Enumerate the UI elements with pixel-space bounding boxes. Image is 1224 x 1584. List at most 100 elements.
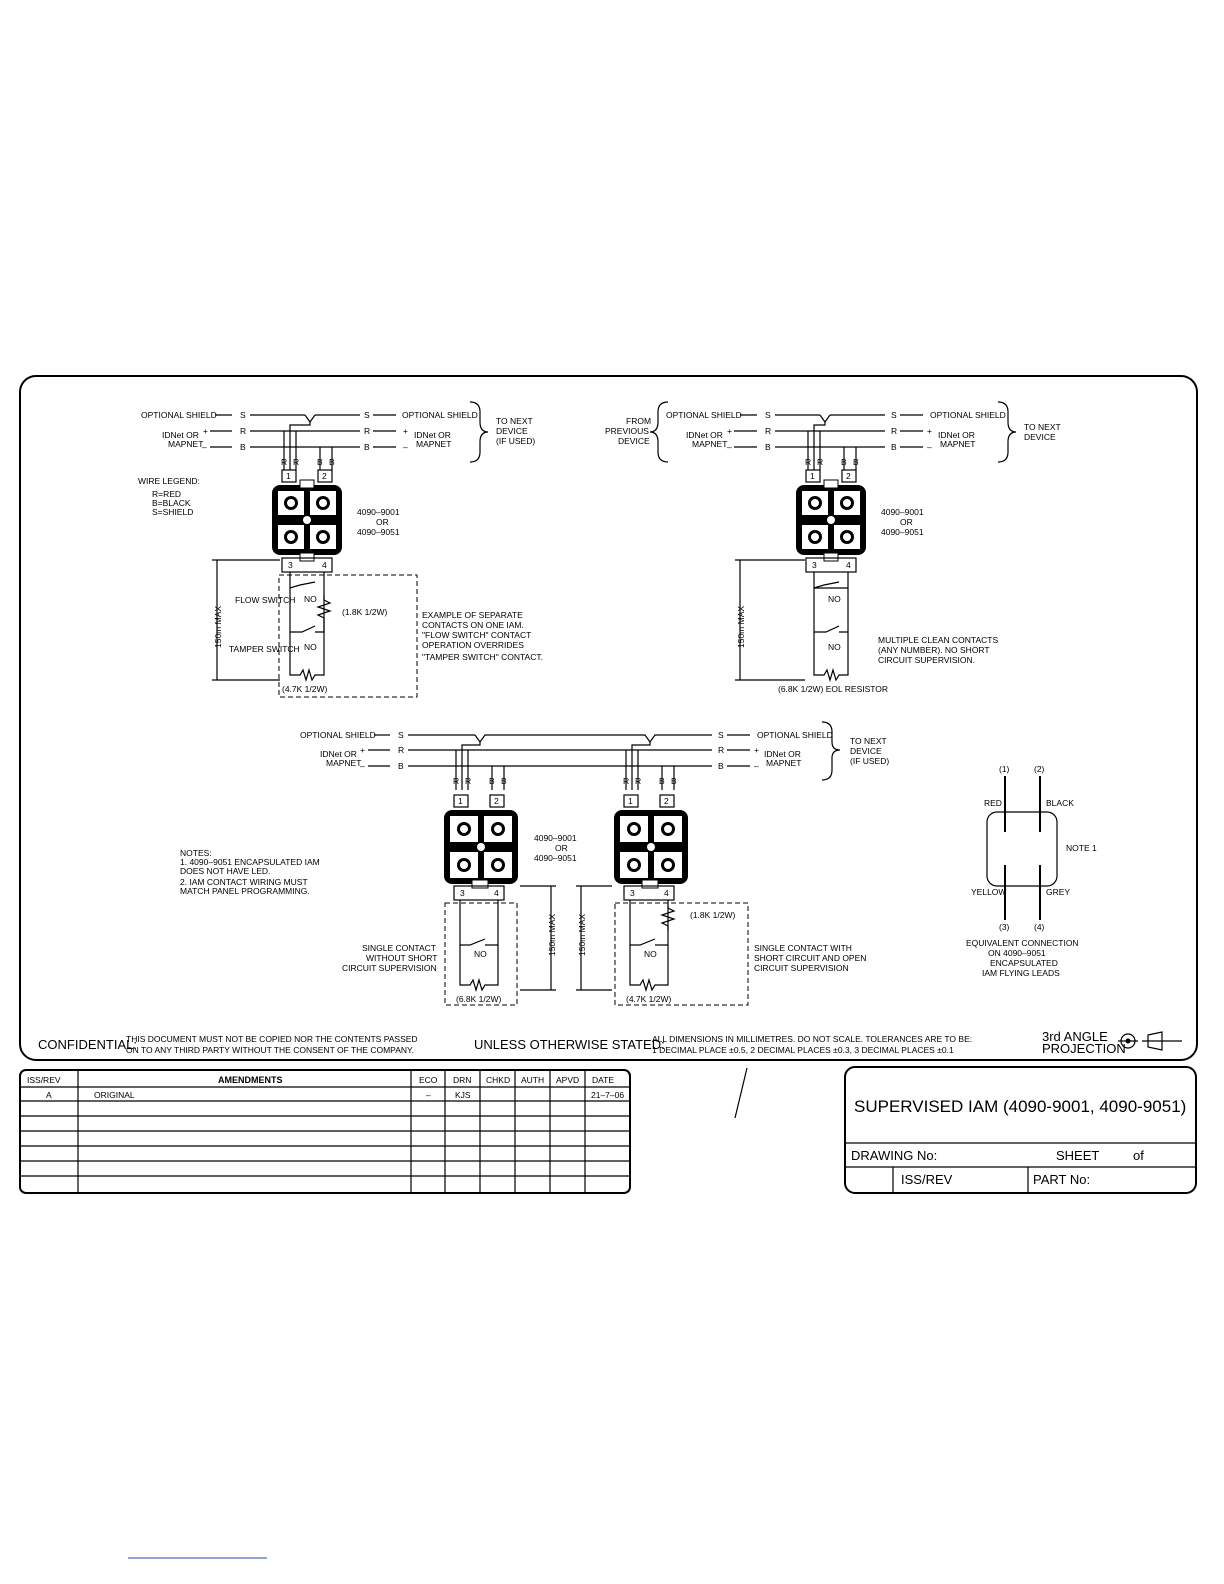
- svg-text:B: B: [765, 442, 771, 452]
- svg-text:MAPNET: MAPNET: [766, 758, 801, 768]
- svg-text:R: R: [453, 776, 459, 786]
- svg-text:TO NEXT: TO NEXT: [1024, 422, 1061, 432]
- svg-text:2. IAM CONTACT WIRING MUST: 2. IAM CONTACT WIRING MUST: [180, 877, 308, 887]
- col-header-drn: DRN: [453, 1075, 471, 1085]
- svg-text:TAMPER SWITCH: TAMPER SWITCH: [229, 644, 300, 654]
- svg-text:SINGLE CONTACT WITH: SINGLE CONTACT WITH: [754, 943, 852, 953]
- diagram-top-left: OPTIONAL SHIELD S IDNet OR + R MAPNET – …: [138, 401, 543, 698]
- svg-text:(3): (3): [999, 922, 1010, 932]
- drawing-no-label: DRAWING No:: [851, 1148, 937, 1163]
- svg-text:MAPNET: MAPNET: [326, 758, 361, 768]
- svg-text:+: +: [203, 426, 208, 436]
- svg-text:1: 1: [458, 796, 463, 806]
- table-cell: 21–7–06: [591, 1090, 624, 1100]
- svg-text:R: R: [765, 426, 771, 436]
- svg-text:MAPNET: MAPNET: [940, 439, 975, 449]
- svg-text:–: –: [727, 442, 732, 452]
- col-header-apvd: APVD: [556, 1075, 579, 1085]
- col-header-chkd: CHKD: [486, 1075, 510, 1085]
- svg-text:(6.8K 1/2W): (6.8K 1/2W): [456, 994, 502, 1004]
- svg-text:2: 2: [846, 471, 851, 481]
- svg-text:150m MAX: 150m MAX: [577, 914, 587, 956]
- svg-text:MULTIPLE CLEAN CONTACTS: MULTIPLE CLEAN CONTACTS: [878, 635, 998, 645]
- svg-text:150m MAX: 150m MAX: [736, 606, 746, 648]
- svg-text:S: S: [765, 410, 771, 420]
- svg-text:B=BLACK: B=BLACK: [152, 498, 191, 508]
- svg-text:4: 4: [494, 888, 499, 898]
- svg-text:3: 3: [812, 560, 817, 570]
- svg-text:S: S: [718, 730, 724, 740]
- drawing-title: SUPERVISED IAM (4090-9001, 4090-9051): [854, 1097, 1186, 1116]
- svg-text:1. 4090–9051 ENCAPSULATED IA: 1. 4090–9051 ENCAPSULATED IAM: [180, 857, 320, 867]
- svg-text:CIRCUIT SUPERVISION.: CIRCUIT SUPERVISION.: [878, 655, 975, 665]
- svg-text:2: 2: [494, 796, 499, 806]
- terminal-1: [281, 469, 297, 483]
- svg-text:R: R: [293, 457, 299, 467]
- svg-text:MAPNET: MAPNET: [416, 439, 451, 449]
- svg-text:R: R: [635, 776, 641, 786]
- svg-text:IAM FLYING LEADS: IAM FLYING LEADS: [982, 968, 1060, 978]
- svg-text:R: R: [398, 745, 404, 755]
- svg-text:(ANY NUMBER). NO SHORT: (ANY NUMBER). NO SHORT: [878, 645, 990, 655]
- svg-text:R: R: [891, 426, 897, 436]
- svg-text:IDNet OR: IDNet OR: [320, 749, 357, 759]
- svg-text:DEVICE: DEVICE: [850, 746, 882, 756]
- svg-text:DEVICE: DEVICE: [1024, 432, 1056, 442]
- svg-text:150m MAX: 150m MAX: [213, 606, 223, 648]
- svg-text:B: B: [364, 442, 370, 452]
- svg-text:+: +: [727, 426, 732, 436]
- svg-text:IDNet OR: IDNet OR: [938, 430, 975, 440]
- svg-text:(1.8K 1/2W): (1.8K 1/2W): [342, 607, 388, 617]
- svg-text:B: B: [398, 761, 404, 771]
- svg-text:4090–9001: 4090–9001: [881, 507, 924, 517]
- svg-text:B: B: [853, 457, 859, 467]
- svg-text:4090–9051: 4090–9051: [534, 853, 577, 863]
- svg-text:–: –: [360, 761, 365, 771]
- table-cell: KJS: [455, 1090, 471, 1100]
- svg-text:–: –: [403, 442, 408, 452]
- svg-text:4090–9001: 4090–9001: [534, 833, 577, 843]
- svg-text:DEVICE: DEVICE: [496, 426, 528, 436]
- svg-text:NO: NO: [304, 594, 317, 604]
- svg-text:S: S: [364, 410, 370, 420]
- svg-text:R: R: [718, 745, 724, 755]
- svg-text:RED: RED: [984, 798, 1002, 808]
- svg-text:WIRE LEGEND:: WIRE LEGEND:: [138, 476, 200, 486]
- confidential-label: CONFIDENTIAL:: [38, 1037, 137, 1052]
- svg-text:NO: NO: [828, 594, 841, 604]
- svg-text:DEVICE: DEVICE: [618, 436, 650, 446]
- svg-text:OPTIONAL SHIELD: OPTIONAL SHIELD: [666, 410, 742, 420]
- svg-text:OPTIONAL SHIELD: OPTIONAL SHIELD: [757, 730, 833, 740]
- svg-text:B: B: [317, 457, 323, 467]
- svg-text:B: B: [659, 776, 665, 786]
- svg-text:MAPNET: MAPNET: [168, 439, 203, 449]
- svg-text:R: R: [805, 457, 811, 467]
- svg-text:4090–9051: 4090–9051: [881, 527, 924, 537]
- svg-text:(4.7K 1/2W): (4.7K 1/2W): [282, 684, 328, 694]
- svg-text:(IF USED): (IF USED): [496, 436, 535, 446]
- col-header-auth: AUTH: [521, 1075, 544, 1085]
- svg-text:+: +: [754, 745, 759, 755]
- svg-text:FLOW SWITCH: FLOW SWITCH: [235, 595, 295, 605]
- svg-text:R: R: [364, 426, 370, 436]
- svg-text:OPTIONAL SHIELD: OPTIONAL SHIELD: [402, 410, 478, 420]
- svg-text:3: 3: [630, 888, 635, 898]
- svg-text:B: B: [891, 442, 897, 452]
- svg-text:ON TO ANY THIRD PARTY WITHOUT: ON TO ANY THIRD PARTY WITHOUT THE CONSEN…: [126, 1045, 414, 1055]
- amendments-table: ISS/REV AMENDMENTS ECO DRN CHKD AUTH APV…: [19, 1069, 631, 1194]
- svg-text:S: S: [240, 410, 246, 420]
- svg-text:PREVIOUS: PREVIOUS: [605, 426, 649, 436]
- svg-text:"TAMPER SWITCH" CONTACT.: "TAMPER SWITCH" CONTACT.: [422, 652, 543, 662]
- svg-text:ENCAPSULATED: ENCAPSULATED: [990, 958, 1058, 968]
- svg-text:2: 2: [322, 471, 327, 481]
- col-header-date: DATE: [592, 1075, 614, 1085]
- svg-text:(4): (4): [1034, 922, 1045, 932]
- svg-text:(1): (1): [999, 764, 1010, 774]
- svg-text:SHORT CIRCUIT AND OPEN: SHORT CIRCUIT AND OPEN: [754, 953, 866, 963]
- svg-text:THIS DOCUMENT MUST NOT BE COPI: THIS DOCUMENT MUST NOT BE COPIED NOR THE…: [126, 1034, 418, 1044]
- of-label: of: [1133, 1148, 1144, 1163]
- svg-text:IDNet OR: IDNet OR: [414, 430, 451, 440]
- svg-text:NO: NO: [474, 949, 487, 959]
- svg-text:R: R: [465, 776, 471, 786]
- svg-text:NOTES:: NOTES:: [180, 848, 212, 858]
